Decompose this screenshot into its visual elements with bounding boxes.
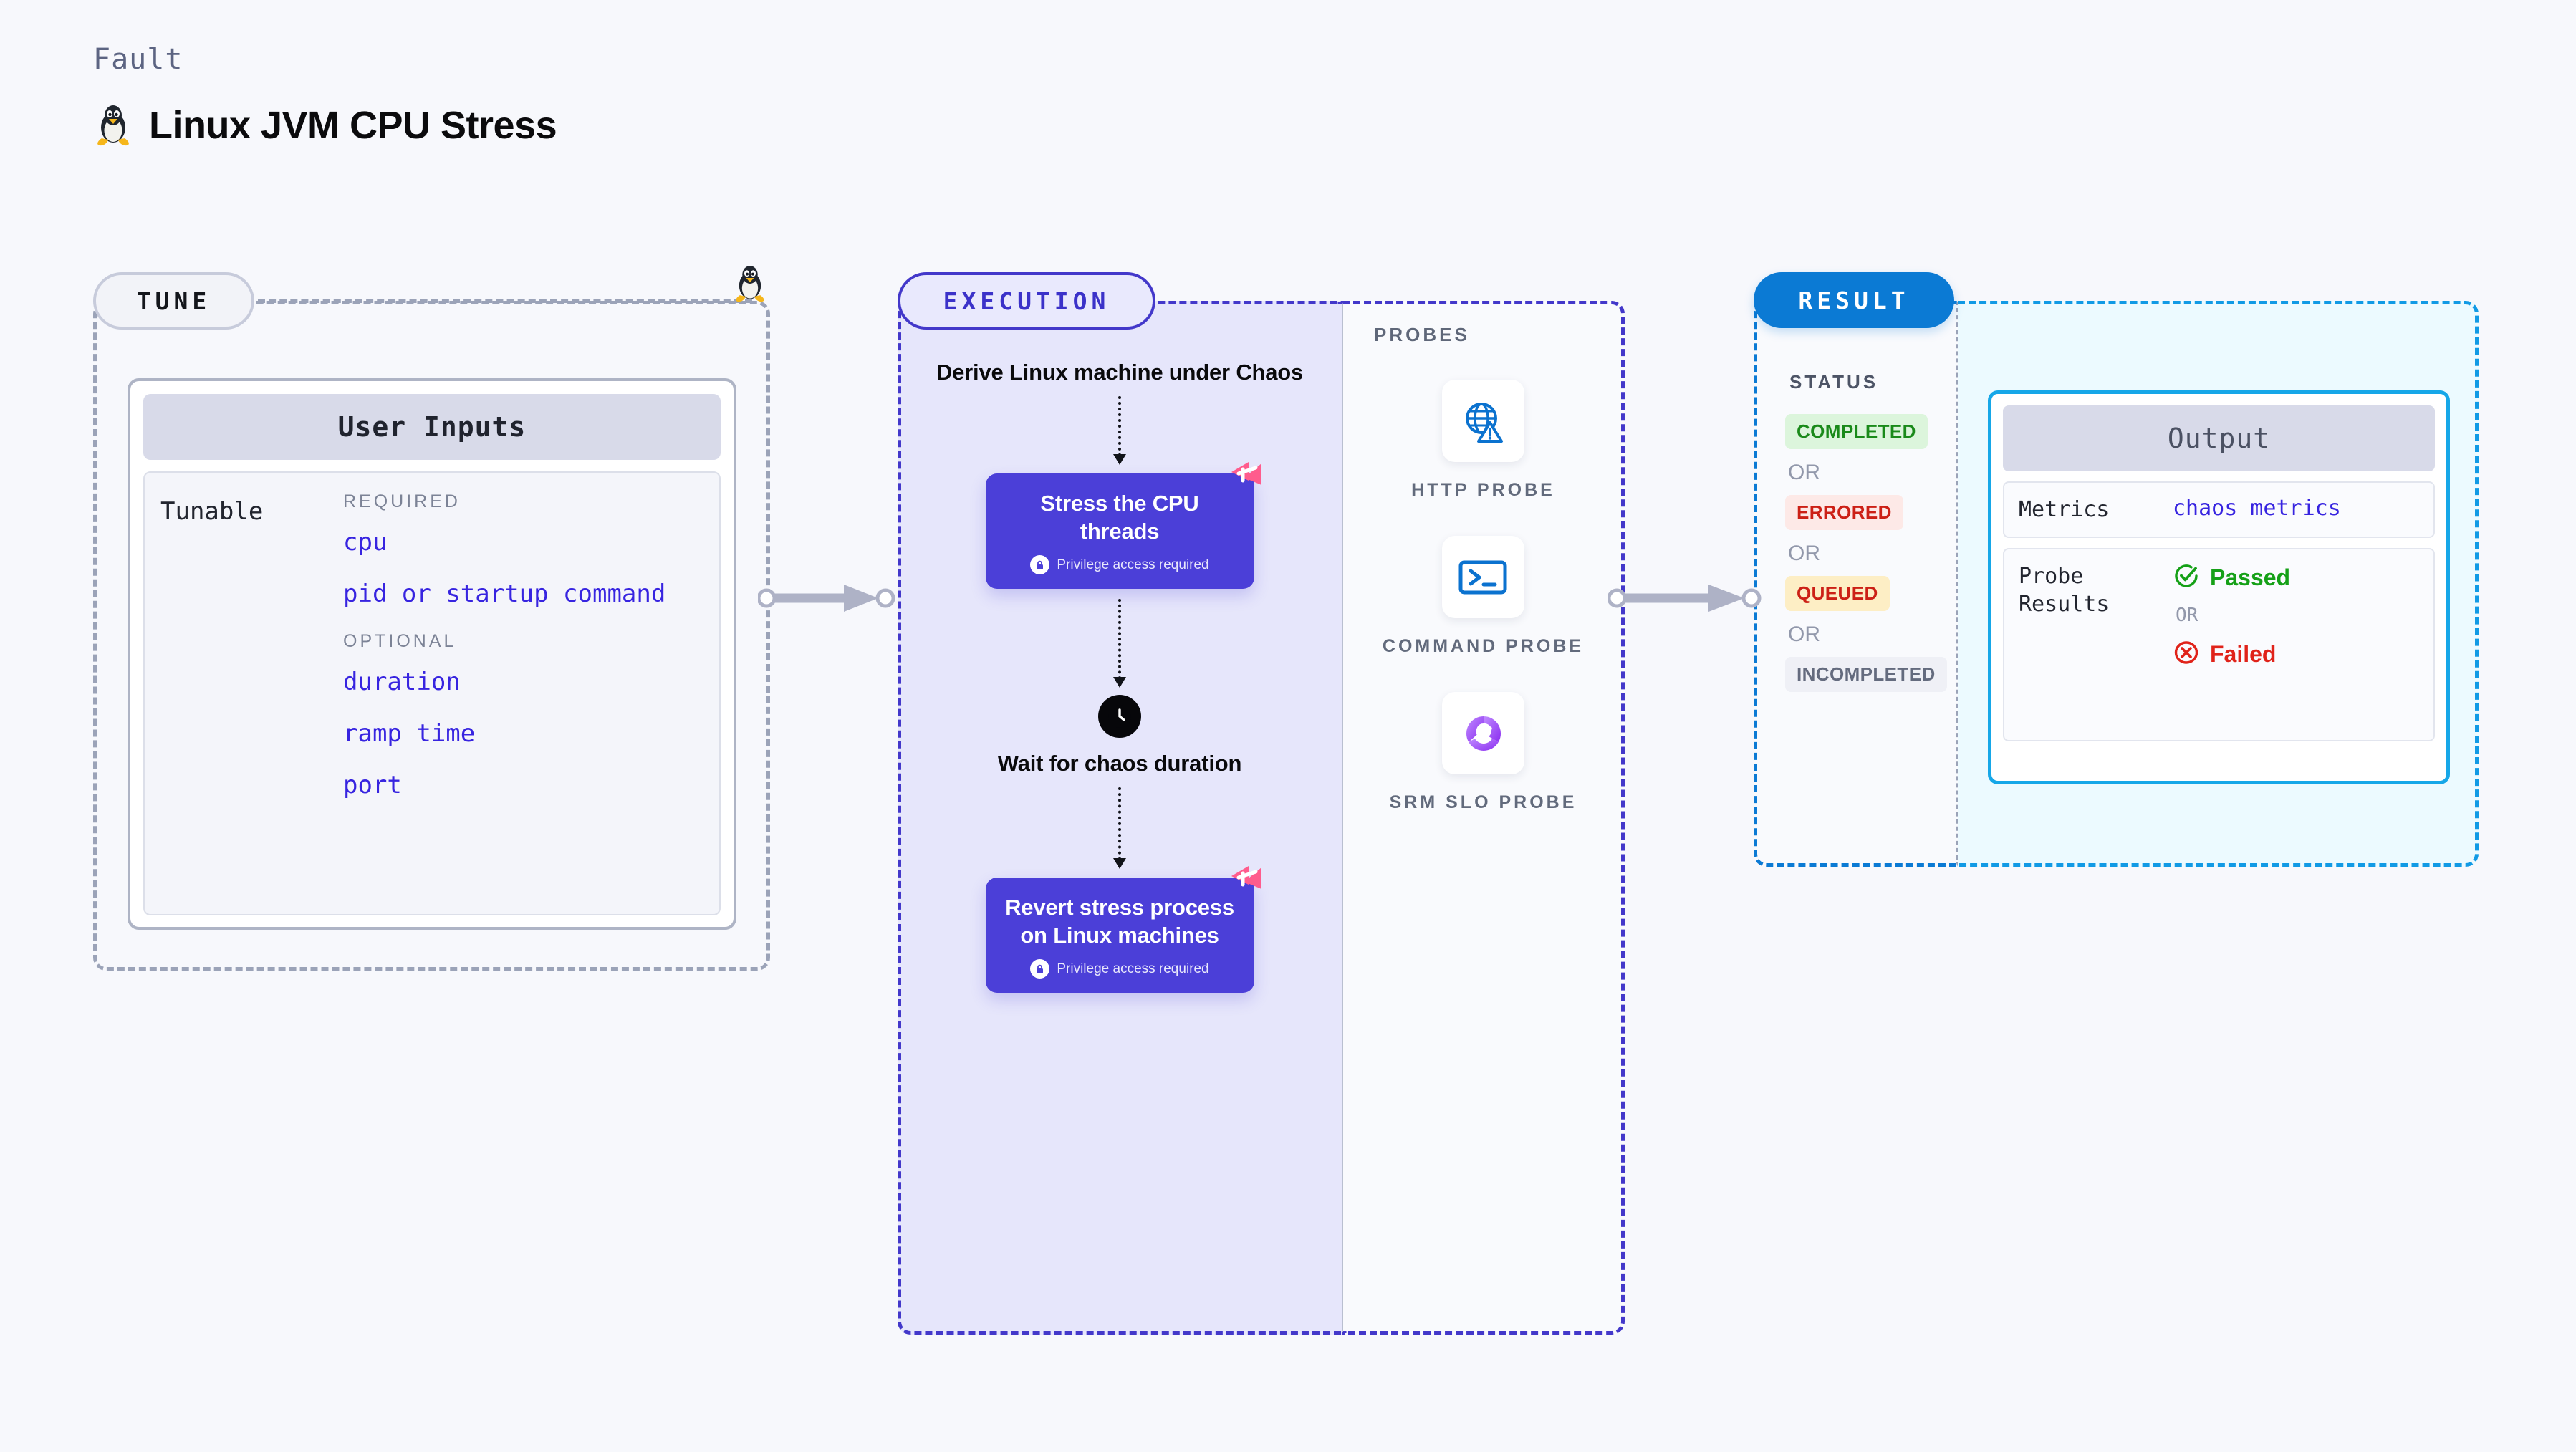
status-badge: QUEUED [1785, 576, 1890, 611]
probe-label: HTTP PROBE [1411, 480, 1555, 500]
status-badge: ERRORED [1785, 495, 1903, 530]
check-circle-icon [2173, 562, 2200, 593]
user-inputs-title: User Inputs [143, 394, 721, 460]
or-separator: OR [1788, 542, 1820, 565]
lock-icon [1030, 555, 1050, 575]
group-heading-required: REQUIRED [343, 491, 461, 511]
status-list: COMPLETED OR ERRORED OR QUEUED OR INCOMP… [1785, 414, 1957, 692]
tunable-item[interactable]: port [343, 771, 402, 799]
probe-result-failed: Failed [2173, 639, 2290, 670]
or-separator: OR [2176, 605, 2198, 626]
probe-results-key: Probe Results [2019, 564, 2110, 617]
probes-section-frame [1342, 301, 1625, 1335]
execution-flow: Derive Linux machine under Chaos Stress … [898, 358, 1342, 994]
connector-probes-to-result [1607, 582, 1766, 618]
failed-label: Failed [2210, 641, 2277, 667]
harness-logo-icon [1227, 860, 1266, 899]
page-title: Linux JVM CPU Stress [149, 104, 557, 147]
execution-step-derive: Derive Linux machine under Chaos [936, 360, 1304, 385]
terminal-icon [1441, 536, 1524, 618]
privilege-note: Privilege access required [1004, 959, 1236, 979]
execution-action-stress-cpu[interactable]: Stress the CPU threads Privilege access … [985, 462, 1261, 590]
execution-step-wait: Wait for chaos duration [997, 751, 1242, 777]
linux-penguin-icon [93, 103, 133, 148]
probe-http[interactable]: HTTP PROBE [1411, 380, 1555, 503]
probe-results-values: Passed OR Failed [2173, 562, 2290, 727]
tunable-row-label: Tunable [160, 497, 264, 526]
probe-srm-slo[interactable]: SRM SLO PROBE [1390, 692, 1577, 815]
probe-label: SRM SLO PROBE [1389, 792, 1577, 812]
probe-command[interactable]: COMMAND PROBE [1383, 536, 1584, 659]
probes-list: HTTP PROBE COMMAND PROBE [1342, 380, 1625, 815]
metrics-key: Metrics [2019, 497, 2110, 522]
status-label: STATUS [1789, 371, 1879, 393]
srm-slo-donut-icon [1442, 692, 1524, 774]
flow-arrow [1113, 787, 1126, 870]
group-heading-optional: OPTIONAL [343, 631, 457, 651]
output-title: Output [2003, 405, 2435, 471]
privilege-note-text: Privilege access required [1057, 961, 1209, 976]
status-badge: COMPLETED [1785, 414, 1928, 449]
section-pill-execution[interactable]: EXECUTION [898, 272, 1155, 330]
section-pill-result[interactable]: RESULT [1754, 272, 1954, 328]
fault-label: Fault [93, 43, 183, 76]
probe-label: COMMAND PROBE [1382, 636, 1585, 656]
flow-arrow [1113, 599, 1126, 688]
probe-result-passed: Passed [2173, 562, 2290, 593]
passed-label: Passed [2210, 564, 2291, 590]
or-separator: OR [1788, 461, 1820, 484]
action-title: Stress the CPU threads [1040, 491, 1199, 544]
privilege-note-text: Privilege access required [1057, 557, 1209, 572]
tunable-item[interactable]: pid or startup command [343, 580, 666, 608]
output-card: Output Metrics chaos metrics Probe Resul… [1988, 390, 2450, 784]
execution-action-revert-stress[interactable]: Revert stress process on Linux machines … [985, 866, 1261, 994]
x-circle-icon [2173, 639, 2200, 670]
tunable-groups: REQUIRED cpu pid or startup command OPTI… [343, 491, 709, 904]
tunable-item[interactable]: duration [343, 668, 461, 696]
user-inputs-card: User Inputs Tunable REQUIRED cpu pid or … [128, 378, 736, 930]
globe-warning-icon [1441, 380, 1524, 462]
output-metrics-row: Metrics chaos metrics [2003, 481, 2435, 538]
flow-arrow [1113, 396, 1126, 466]
title-row: Linux JVM CPU Stress [93, 103, 557, 148]
section-pill-tune[interactable]: TUNE [93, 272, 254, 330]
metrics-value[interactable]: chaos metrics [2173, 496, 2341, 521]
linux-penguin-icon [732, 264, 768, 307]
lock-icon [1030, 959, 1050, 979]
tunable-item[interactable]: cpu [343, 528, 388, 557]
probes-label: PROBES [1374, 324, 1470, 345]
action-title: Revert stress process on Linux machines [1005, 895, 1234, 948]
tunable-item[interactable]: ramp time [343, 719, 476, 748]
output-probe-results-row: Probe Results Passed OR [2003, 548, 2435, 741]
clock-icon [1098, 695, 1141, 739]
harness-logo-icon [1227, 456, 1266, 495]
tune-guide-line [258, 299, 752, 303]
connector-tune-to-execution [756, 582, 901, 618]
status-badge: INCOMPLETED [1785, 657, 1947, 692]
privilege-note: Privilege access required [1004, 555, 1236, 575]
page-header: Fault Linux JVM CPU Stress [93, 43, 557, 148]
or-separator: OR [1788, 622, 1820, 646]
tunable-body: Tunable REQUIRED cpu pid or startup comm… [143, 471, 721, 915]
